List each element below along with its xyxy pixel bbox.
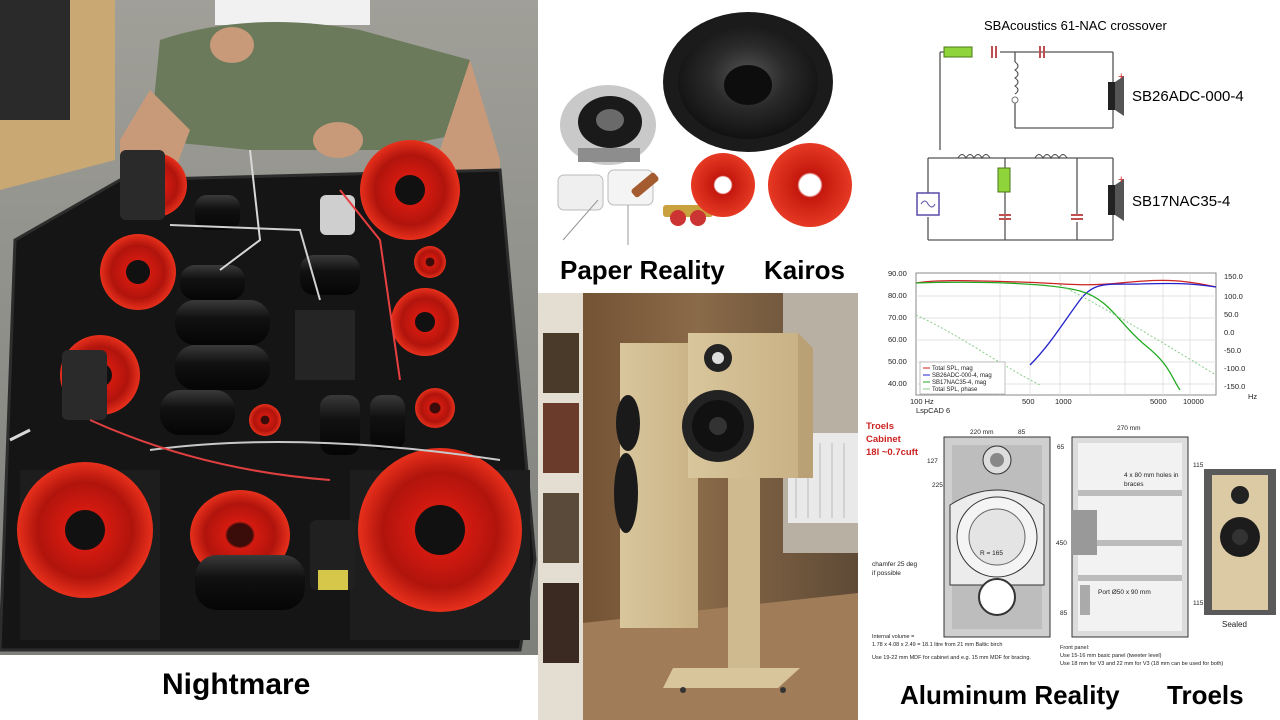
tweeter-curve bbox=[1029, 282, 1217, 366]
frequency-response: 90.00 80.00 70.00 60.00 50.00 40.00 150.… bbox=[880, 265, 1280, 415]
legend-0: Total SPL, mag bbox=[932, 366, 973, 372]
x-unit: Hz bbox=[1248, 392, 1257, 401]
chamfer-2: if possible bbox=[872, 570, 901, 577]
x-tick-4: 10000 bbox=[1183, 397, 1204, 406]
legend-3: Total SPL, phase bbox=[932, 387, 978, 393]
front-note-1: Front panel: bbox=[1060, 645, 1090, 651]
crossover-board-photo bbox=[0, 0, 538, 655]
parts-drawing bbox=[557, 12, 852, 245]
cabinet-note-2: Cabinet bbox=[866, 434, 902, 445]
volume-1: Internal volume = bbox=[872, 634, 914, 640]
caption-kairos: Kairos bbox=[764, 255, 845, 285]
left-tick-0: 90.00 bbox=[888, 269, 907, 278]
crossover-schematic: SBAcoustics 61-NAC crossover bbox=[880, 0, 1280, 265]
right-tick-3: 0.0 bbox=[1224, 328, 1234, 337]
phase-curve bbox=[915, 284, 1217, 386]
front-note-3: Use 18 mm for V3 and 22 mm for V3 (18 mm… bbox=[1060, 661, 1223, 667]
dim-450: 450 bbox=[1056, 540, 1067, 547]
dim-depth-side: 270 mm bbox=[1117, 425, 1140, 432]
right-tick-5: -100.0 bbox=[1224, 364, 1245, 373]
right-tick-2: 50.0 bbox=[1224, 310, 1239, 319]
speaker-room-photo bbox=[538, 293, 858, 720]
schematic-title: SBAcoustics 61-NAC crossover bbox=[984, 18, 1167, 33]
dim-radius: R = 165 bbox=[980, 550, 1003, 557]
x-tick-1: 500 bbox=[1022, 397, 1035, 406]
left-tick-1: 80.00 bbox=[888, 291, 907, 300]
dim-65: 65 bbox=[1057, 444, 1065, 451]
caption-paper-reality: Paper Reality bbox=[560, 255, 725, 285]
caption-aluminum-reality: Aluminum Reality bbox=[900, 680, 1120, 710]
cabinet-note-1: Troels bbox=[866, 421, 894, 432]
dim-85b: 85 bbox=[1060, 610, 1068, 617]
x-tick-2: 1000 bbox=[1055, 397, 1072, 406]
dim-85: 85 bbox=[1018, 429, 1026, 436]
woofer-label: SB17NAC35-4 bbox=[1132, 193, 1230, 210]
legend-2: SB17NAC35-4, mag bbox=[932, 380, 986, 386]
holes-note-1: 4 x 80 mm holes in bbox=[1124, 472, 1179, 479]
front-note-2: Use 15-16 mm basic panel (tweeter level) bbox=[1060, 653, 1162, 659]
chamfer-1: chamfer 25 deg bbox=[872, 561, 918, 568]
dim-width-front: 220 mm bbox=[970, 429, 993, 436]
left-tick-4: 50.00 bbox=[888, 357, 907, 366]
left-tick-3: 60.00 bbox=[888, 335, 907, 344]
dim-127: 127 bbox=[927, 458, 938, 465]
tweeter-plus: + bbox=[1118, 71, 1124, 83]
right-tick-4: -50.0 bbox=[1224, 346, 1241, 355]
mdf-note: Use 19-22 mm MDF for cabinet and e.g. 15… bbox=[872, 655, 1031, 661]
speaker-room-drawing bbox=[538, 293, 858, 720]
total-spl-curve bbox=[915, 279, 1217, 288]
cabinet-svg: Troels Cabinet 18l ~0.7cuft 220 mm 85 12… bbox=[866, 421, 1276, 667]
holes-note-2: braces bbox=[1124, 481, 1144, 488]
parts-photo bbox=[538, 0, 858, 250]
dim-115b: 115 bbox=[1193, 600, 1204, 607]
woofer-curve bbox=[915, 281, 1181, 391]
caption-troels: Troels bbox=[1167, 680, 1244, 710]
sealed-label: Sealed bbox=[1222, 620, 1247, 629]
caption-nightmare: Nightmare bbox=[162, 668, 311, 701]
dim-115a: 115 bbox=[1193, 462, 1204, 469]
port-label: Port Ø50 x 90 mm bbox=[1098, 589, 1151, 596]
dim-225: 225 bbox=[932, 482, 943, 489]
right-tick-0: 150.0 bbox=[1224, 272, 1243, 281]
cabinet-drawing: Troels Cabinet 18l ~0.7cuft 220 mm 85 12… bbox=[862, 415, 1280, 675]
right-tick-1: 100.0 bbox=[1224, 292, 1243, 301]
volume-2: 1.78 x 4.08 x 2.49 = 18.1 litre from 21 … bbox=[872, 642, 1002, 648]
legend-1: SB26ADC-000-4, mag bbox=[932, 373, 992, 379]
right-tick-6: -150.0 bbox=[1224, 382, 1245, 391]
cabinet-note-3: 18l ~0.7cuft bbox=[866, 447, 919, 458]
response-drawing: 90.00 80.00 70.00 60.00 50.00 40.00 150.… bbox=[888, 269, 1257, 415]
tweeter-label: SB26ADC-000-4 bbox=[1132, 88, 1244, 105]
crossover-board-drawing bbox=[0, 0, 538, 655]
left-tick-5: 40.00 bbox=[888, 379, 907, 388]
x-tick-3: 5000 bbox=[1150, 397, 1167, 406]
left-tick-2: 70.00 bbox=[888, 313, 907, 322]
schematic-drawing: SBAcoustics 61-NAC crossover bbox=[916, 18, 1244, 241]
software-label: LspCAD 6 bbox=[916, 406, 950, 415]
woofer-plus: + bbox=[1118, 174, 1124, 186]
x-tick-0: 100 Hz bbox=[910, 397, 934, 406]
